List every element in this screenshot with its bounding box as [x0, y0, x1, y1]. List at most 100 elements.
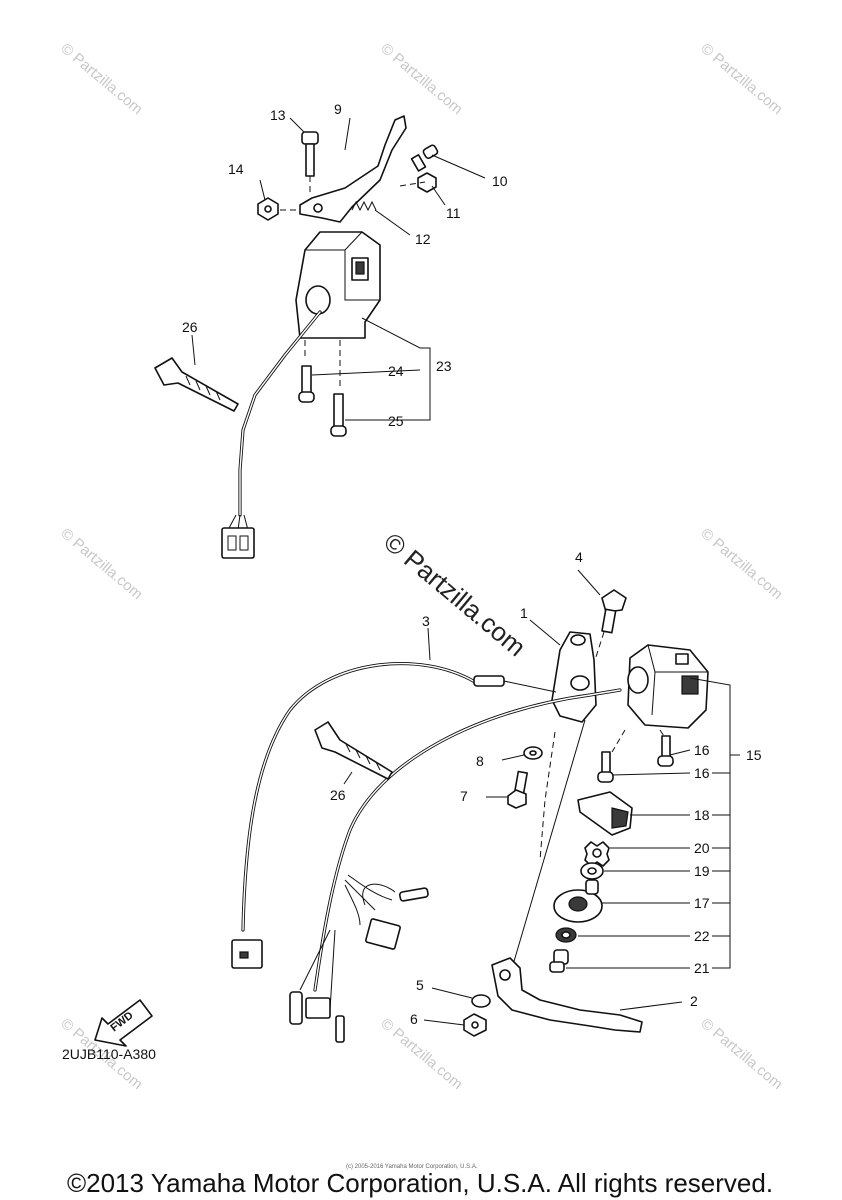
- right-switch-housing: [627, 644, 709, 729]
- harness-wires: [299, 874, 393, 1011]
- left-switch-cable: [238, 310, 322, 517]
- screw-16a-head: [657, 755, 674, 767]
- nut-6-hole: [471, 1021, 479, 1029]
- part-number-13: 13: [270, 107, 286, 123]
- washer-hole: [592, 848, 602, 858]
- guide-line: [399, 181, 426, 187]
- upper-assembly: [154, 115, 439, 559]
- watermark-text: © Partzilla.com: [377, 1015, 465, 1093]
- watermark-text: © Partzilla.com: [377, 40, 465, 118]
- part-number-19: 19: [694, 863, 710, 879]
- part-number-16b: 16: [694, 765, 710, 781]
- screw-24-head: [298, 391, 315, 403]
- part-number-1: 1: [520, 605, 528, 621]
- spring-12: [351, 200, 377, 212]
- guide-line: [659, 729, 665, 737]
- housing-edge: [651, 671, 656, 716]
- bolt-13-shank: [305, 143, 315, 177]
- right-switch-harness-core: [314, 689, 621, 991]
- copyright-notice: ©2013 Yamaha Motor Corporation, U.S.A. A…: [67, 1168, 773, 1198]
- screw-25-head: [330, 425, 347, 437]
- harness-connector-a: [365, 918, 401, 950]
- grip-center: [568, 896, 588, 912]
- housing-edge: [344, 250, 380, 301]
- screw-10-shank: [410, 154, 427, 172]
- part-number-22: 22: [694, 928, 710, 944]
- cap-detail: [611, 807, 629, 829]
- part-number-17: 17: [694, 895, 710, 911]
- cable-end-fitting: [473, 675, 505, 687]
- part-number-3: 3: [422, 613, 430, 629]
- lever-pivot: [313, 203, 323, 213]
- watermark-text: © Partzilla.com: [697, 525, 785, 603]
- screw-21-head: [549, 961, 565, 973]
- harness-loop: [362, 883, 396, 906]
- switch-knob: [675, 653, 689, 665]
- connector-slot: [239, 535, 249, 551]
- part-number-26-lower: 26: [330, 787, 346, 803]
- left-connector: [221, 527, 255, 559]
- nut-11: [417, 172, 437, 193]
- fwd-arrow: FWD: [94, 999, 153, 1047]
- screw-10-head: [422, 144, 439, 160]
- part-number-7: 7: [460, 788, 468, 804]
- small-notice: (c) 2005-2016 Yamaha Motor Corporation, …: [346, 1164, 478, 1170]
- lever-9: [299, 115, 407, 223]
- brake-lever-2: [491, 957, 643, 1033]
- part-number-labels: 1 2 3 4 5 6 7 8 9 10 11 12 13 14 15 16 1…: [182, 101, 762, 1027]
- bullet-connector: [335, 1015, 345, 1043]
- left-switch-cable-core: [239, 311, 321, 516]
- right-bar-bore: [627, 666, 649, 694]
- part-number-4: 4: [575, 549, 583, 565]
- right-switch-harness: [313, 688, 622, 992]
- screw-16a: [661, 735, 671, 759]
- part-number-25: 25: [388, 413, 404, 429]
- bolt-4-shank: [601, 608, 617, 634]
- cable-tie-ribs: [185, 375, 221, 401]
- part-number-14: 14: [228, 161, 244, 177]
- part-number-21: 21: [694, 960, 710, 976]
- part-number-10: 10: [492, 173, 508, 189]
- cable-end-wire: [503, 680, 557, 693]
- part-number-26-upper: 26: [182, 319, 198, 335]
- part-number-18: 18: [694, 807, 710, 823]
- part-number-2: 2: [690, 993, 698, 1009]
- cable-tie-26-upper: [154, 357, 239, 412]
- part-number-20: 20: [694, 840, 710, 856]
- switch-button-dark: [355, 261, 365, 275]
- part-number-11: 11: [446, 205, 461, 221]
- diagram-code: 2UJB110-A380: [62, 1046, 156, 1062]
- part-number-8: 8: [476, 753, 484, 769]
- part-number-15: 15: [746, 747, 762, 763]
- o-ring-5: [471, 994, 491, 1008]
- washer-8-hole: [529, 750, 537, 756]
- connector-slot: [227, 535, 237, 551]
- screw-24: [301, 365, 312, 395]
- part-number-16a: 16: [694, 742, 710, 758]
- bolt-7-head: [507, 789, 527, 809]
- throttle-cable-3: [241, 662, 477, 932]
- leader-lines: [191, 117, 740, 1026]
- fwd-arrow-icon: [94, 999, 153, 1047]
- part-number-9: 9: [334, 101, 342, 117]
- throttle-cable-3-core: [242, 662, 476, 931]
- left-switch-housing: [295, 231, 381, 339]
- grip-stem: [585, 879, 599, 895]
- cable-tie-26-lower: [314, 721, 393, 780]
- guide-line: [509, 719, 586, 976]
- watermark-main: © Partzilla.com: [378, 527, 531, 663]
- part-number-12: 12: [415, 231, 431, 247]
- washer-19-hole: [587, 867, 597, 875]
- lower-assembly: [231, 589, 709, 1043]
- watermark-text: © Partzilla.com: [697, 1015, 785, 1093]
- bullet-connector: [399, 887, 429, 902]
- part-number-24: 24: [388, 363, 404, 379]
- connector-latch: [239, 951, 249, 959]
- watermark-text: © Partzilla.com: [697, 40, 785, 118]
- bullet-connector: [289, 991, 303, 1025]
- guide-line: [594, 631, 605, 661]
- harness-connector-b: [305, 997, 331, 1019]
- bracket-hole: [570, 675, 590, 691]
- cable-tie-ribs: [345, 743, 381, 771]
